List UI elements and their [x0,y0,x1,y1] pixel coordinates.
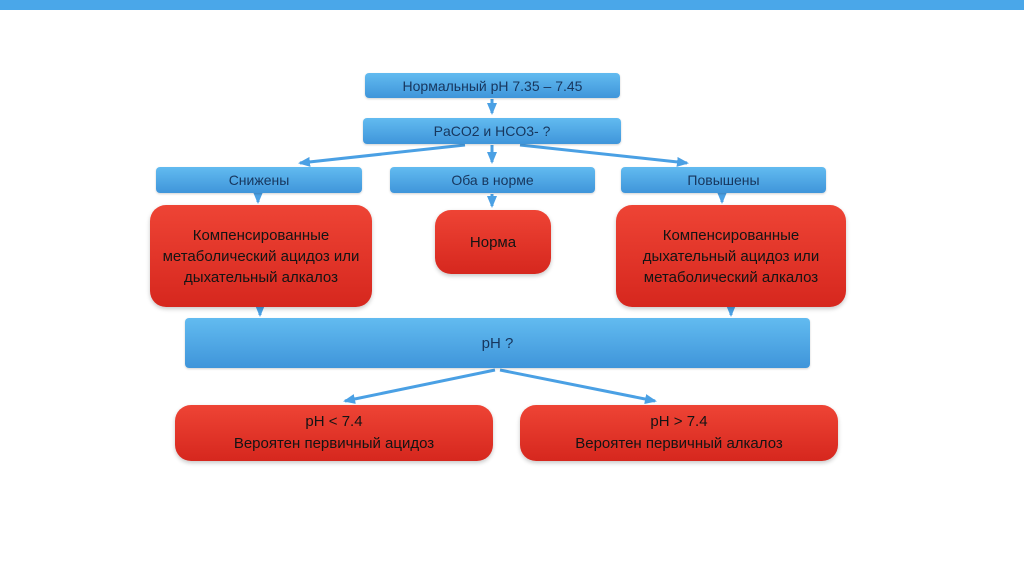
ph-high-value: pH > 7.4 [650,413,708,430]
node-compensated-metabolic-acidosis: Компенсированные метаболический ацидоз и… [150,205,372,307]
arrow-question-to-decreased [298,143,466,167]
arrow-ph-to-ph-high [499,368,657,404]
ph-high-description: Вероятен первичный алкалоз [575,435,783,452]
node-ph-question: pH ? [185,318,810,368]
node-both-normal: Оба в норме [390,167,595,193]
ph-low-description: Вероятен первичный ацидоз [233,435,435,452]
arrow-question-to-increased [519,143,689,167]
arrow-ph-to-ph-low [343,368,496,404]
node-norma: Норма [435,210,551,274]
ph-low-value: pH < 7.4 [305,413,363,430]
top-accent-strip [0,0,1024,10]
node-compensated-respiratory-acidosis: Компенсированные дыхательный ацидоз или … [616,205,846,307]
node-ph-below-7-4: pH < 7.4 Вероятен первичный ацидоз [175,405,493,461]
node-ph-above-7-4: pH > 7.4 Вероятен первичный алкалоз [520,405,838,461]
node-normal-ph: Нормальный pH 7.35 – 7.45 [365,73,620,98]
node-decreased: Снижены [156,167,362,193]
node-increased: Повышены [621,167,826,193]
node-paco2-hco3-question: PaCO2 и HCO3- ? [363,118,621,144]
